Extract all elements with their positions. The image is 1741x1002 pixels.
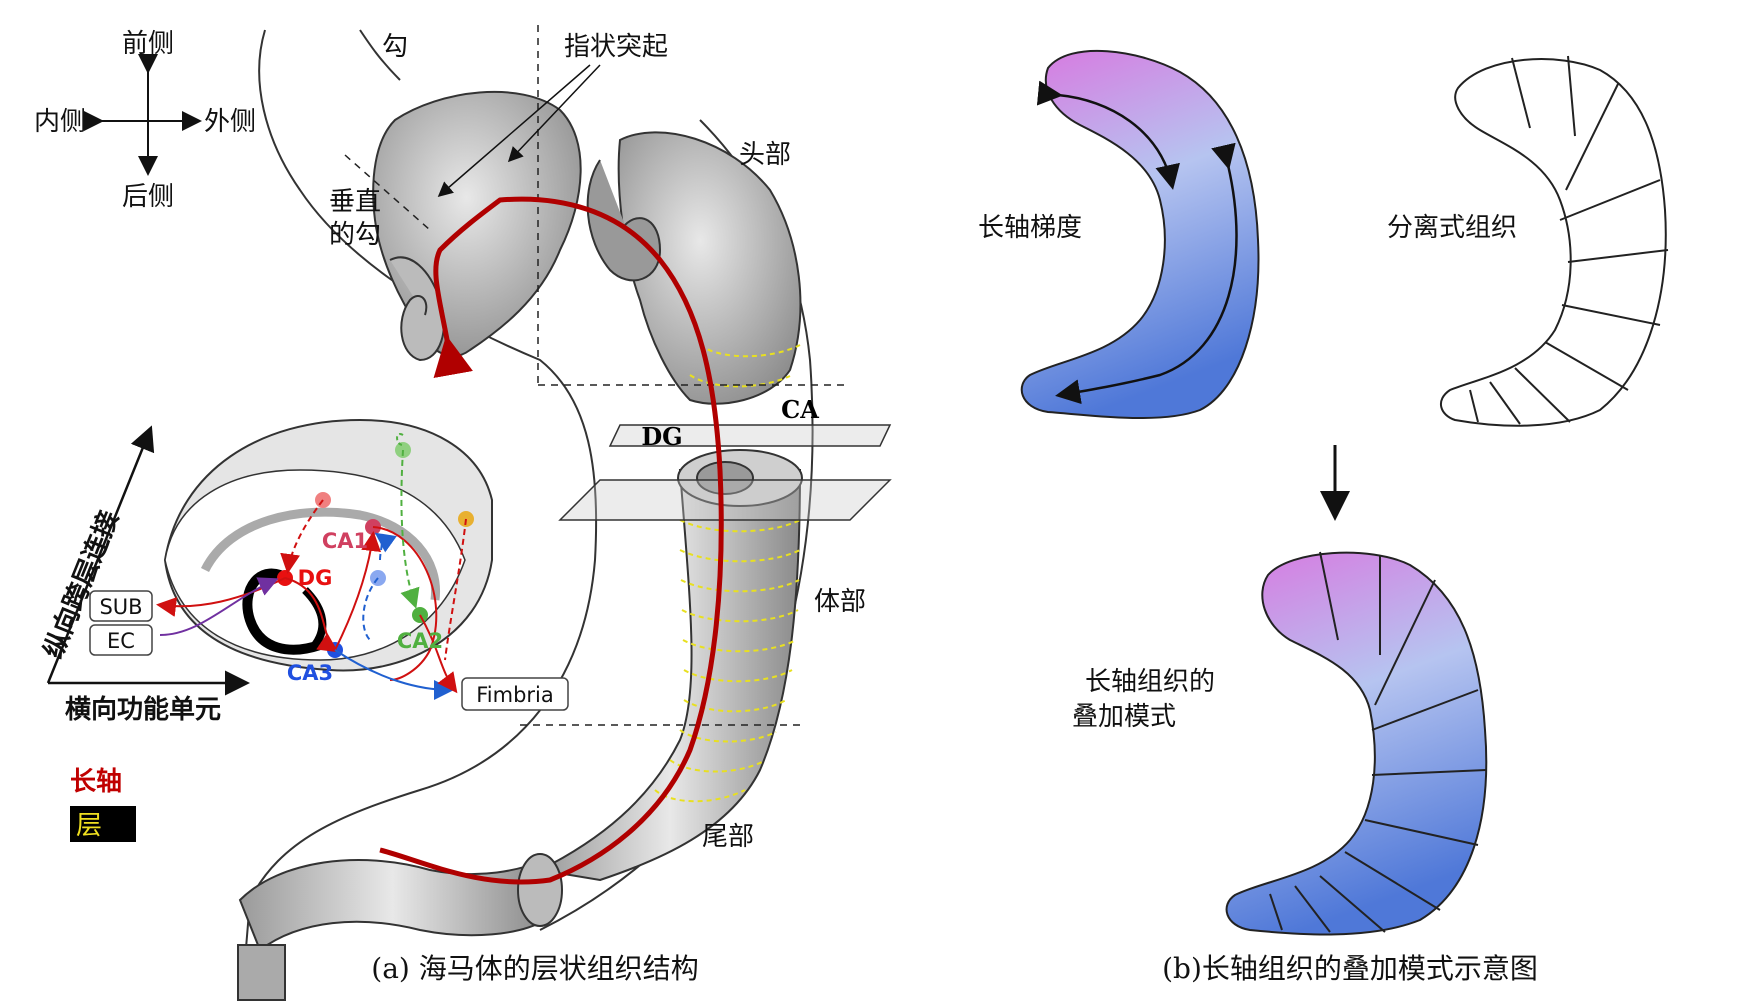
svg-text:SUB: SUB (99, 595, 142, 619)
label-dg: DG (641, 422, 682, 451)
inset-label-ca2: CA2 (397, 629, 443, 653)
brainstem-fragment (237, 944, 286, 1001)
gradient-arrow-2 (1055, 142, 1238, 405)
inset-label-ca1: CA1 (322, 529, 368, 553)
inset-ca-band (200, 507, 441, 601)
svg-text:EC: EC (107, 629, 135, 653)
label-posterior: 后侧 (122, 182, 174, 212)
overlay-dividers (1269, 551, 1487, 933)
label-vertical-uncus-2: 的勾 (329, 220, 381, 250)
svg-text:层: 层 (76, 811, 102, 841)
label-lateral: 外侧 (204, 107, 256, 137)
body-cross-section-inner (696, 461, 754, 495)
digitations-pointer-2 (507, 64, 601, 163)
tail-cross-section (517, 853, 563, 927)
layer-rings (654, 344, 801, 803)
panel-b: 长轴梯度 分离式组织 (978, 49, 1669, 985)
caption-a: (a) 海马体的层状组织结构 (371, 952, 698, 985)
inset-box-ec: EC (89, 624, 153, 656)
label-body: 体部 (814, 587, 866, 617)
inset-connections (156, 433, 467, 700)
label-anterior: 前侧 (122, 29, 174, 59)
uncus-curl (389, 256, 445, 362)
discrete-dividers (1469, 55, 1669, 425)
label-overlay-2: 叠加模式 (1072, 702, 1176, 732)
inset-box-fimbria: Fimbria (461, 677, 569, 711)
legend-long-axis: 长轴 (70, 767, 122, 797)
inset-slab-top (164, 469, 466, 661)
label-digitations: 指状突起 (564, 32, 668, 62)
label-ca: CA (781, 395, 819, 424)
orientation-cross (84, 54, 202, 176)
inset-dg-band (242, 568, 322, 655)
label-medial: 内侧 (34, 107, 86, 137)
cross-section-planes (558, 424, 892, 521)
hippocampus-tail (238, 858, 546, 952)
label-gradient: 长轴梯度 (978, 213, 1082, 243)
inset-label-dg: DG (298, 566, 333, 590)
hippocampus-body (536, 469, 802, 882)
svg-text:Fimbria: Fimbria (476, 683, 554, 707)
caption-b: (b)长轴组织的叠加模式示意图 (1162, 952, 1538, 985)
brain-outline (244, 29, 598, 961)
inset-label-ca3: CA3 (287, 661, 333, 685)
label-vertical-uncus-1: 垂直 (329, 187, 381, 217)
label-head: 头部 (739, 140, 791, 170)
guide-lines (344, 25, 850, 726)
label-discrete: 分离式组织 (1387, 213, 1517, 243)
head-scroll (586, 159, 662, 282)
inset-axes (46, 425, 250, 696)
digitations-pointer-1 (437, 64, 591, 197)
long-axis-path (379, 196, 724, 885)
inset-x-axis-label: 横向功能单元 (65, 694, 221, 725)
label-uncus: 勾 (382, 32, 408, 62)
label-tail: 尾部 (702, 822, 754, 852)
legend-layer: 层 (70, 806, 136, 842)
inset-box-sub: SUB (89, 590, 153, 622)
label-overlay-1: 长轴组织的 (1085, 667, 1215, 697)
shape-overlay (1225, 551, 1488, 936)
shape-discrete (1440, 58, 1667, 427)
panel-a: 前侧 内侧 外侧 后侧 勾 指状突起 头部 垂直 的勾 DG CA 体部 尾部 … (34, 25, 892, 1001)
